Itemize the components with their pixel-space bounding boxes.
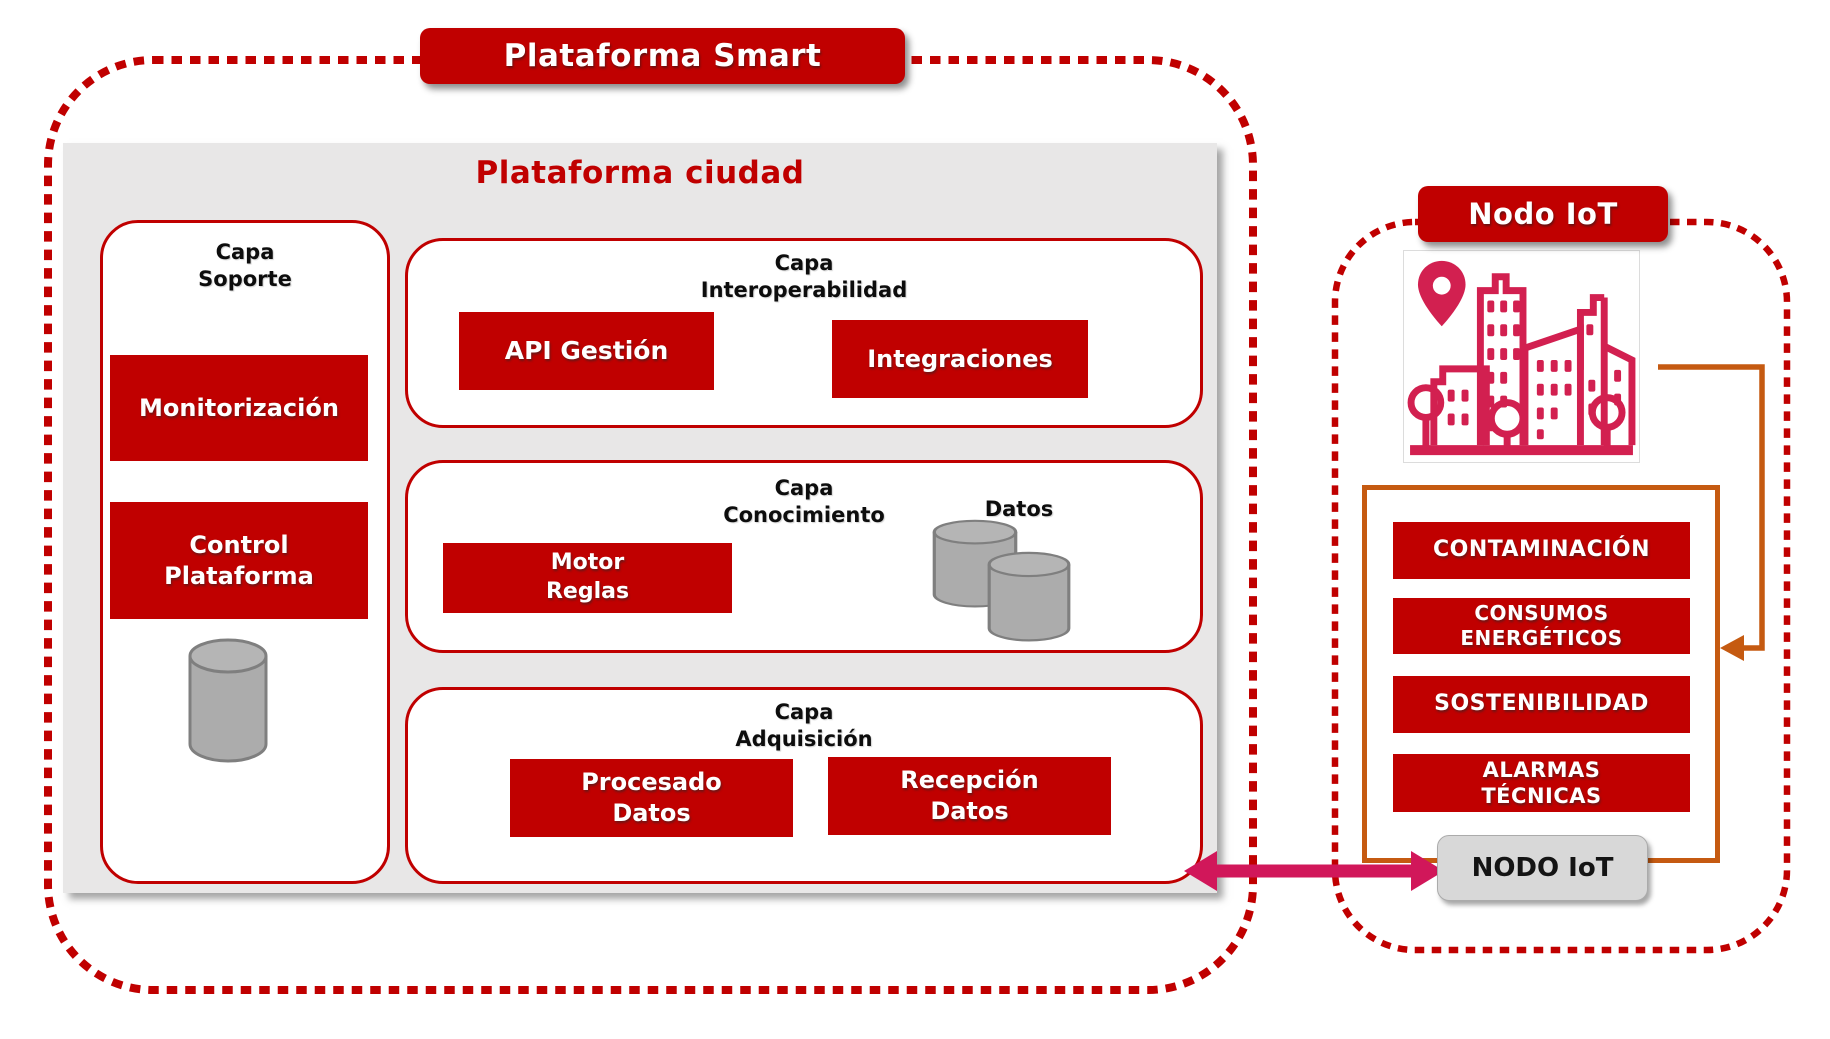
plataforma-smart-dotted-border bbox=[44, 56, 1257, 994]
database-cylinder-icon bbox=[987, 551, 1071, 642]
layer-conocimiento-title-line1: Capa bbox=[774, 476, 834, 500]
control-plataforma-line2: Plataforma bbox=[164, 561, 314, 590]
smart-city-icon bbox=[1403, 250, 1640, 463]
layer-interoperabilidad-title-line1: Capa bbox=[774, 251, 834, 275]
recepcion-datos-line2: Datos bbox=[930, 797, 1009, 825]
alarmas-tecnicas-block: ALARMAS TÉCNICAS bbox=[1393, 754, 1690, 812]
monitorizacion-label: Monitorización bbox=[139, 393, 339, 422]
api-gestion-block: API Gestión bbox=[459, 312, 714, 390]
alarmas-line2: TÉCNICAS bbox=[1481, 784, 1602, 808]
nodo-iot-node-box: NODO IoT bbox=[1437, 835, 1648, 901]
smart-city-icon-art bbox=[1407, 260, 1636, 456]
nodo-iot-title: Nodo IoT bbox=[1418, 186, 1668, 242]
layer-soporte-title: Capa Soporte bbox=[103, 239, 387, 293]
motor-reglas-line1: Motor bbox=[550, 550, 625, 576]
integraciones-block: Integraciones bbox=[832, 320, 1088, 398]
layer-adquisicion-title-line1: Capa bbox=[774, 700, 834, 724]
control-plataforma-line1: Control bbox=[189, 530, 289, 559]
layer-soporte-title-line2: Soporte bbox=[198, 266, 292, 291]
bidirectional-arrow bbox=[1184, 851, 1444, 891]
layer-soporte-title-line1: Capa bbox=[215, 240, 275, 264]
sostenibilidad-label: SOSTENIBILIDAD bbox=[1434, 691, 1649, 717]
api-gestion-label: API Gestión bbox=[504, 336, 669, 365]
layer-adquisicion-title-line2: Adquisición bbox=[735, 726, 873, 751]
procesado-datos-line2: Datos bbox=[612, 799, 691, 827]
contaminacion-label: CONTAMINACIÓN bbox=[1432, 537, 1651, 563]
sostenibilidad-block: SOSTENIBILIDAD bbox=[1393, 676, 1690, 733]
procesado-datos-line1: Procesado bbox=[581, 768, 722, 797]
database-cylinder-icon bbox=[188, 638, 268, 763]
consumos-energeticos-block: CONSUMOS ENERGÉTICOS bbox=[1393, 598, 1690, 654]
layer-interoperabilidad-title-line2: Interoperabilidad bbox=[700, 277, 908, 302]
layer-adquisicion-title: Capa Adquisición bbox=[408, 699, 1200, 753]
city-platform-title: Plataforma ciudad bbox=[475, 155, 805, 191]
recepcion-datos-block: Recepción Datos bbox=[828, 757, 1111, 835]
alarmas-line1: ALARMAS bbox=[1482, 757, 1601, 782]
datos-label: Datos bbox=[984, 497, 1054, 521]
consumos-line2: ENERGÉTICOS bbox=[1460, 626, 1623, 650]
nodo-iot-dotted-border bbox=[1331, 218, 1791, 954]
motor-reglas-line2: Reglas bbox=[545, 579, 630, 604]
consumos-line1: CONSUMOS bbox=[1474, 601, 1609, 625]
layer-interoperabilidad-title: Capa Interoperabilidad bbox=[408, 250, 1200, 304]
orange-connector-arrow bbox=[1658, 364, 1765, 661]
layer-conocimiento-title: Capa Conocimiento bbox=[408, 475, 1200, 529]
control-plataforma-block: Control Plataforma bbox=[110, 502, 368, 619]
layer-conocimiento-title-line2: Conocimiento bbox=[723, 502, 885, 527]
plataforma-smart-title: Plataforma Smart bbox=[420, 28, 905, 84]
procesado-datos-block: Procesado Datos bbox=[510, 759, 793, 837]
recepcion-datos-line1: Recepción bbox=[900, 766, 1039, 795]
integraciones-label: Integraciones bbox=[867, 344, 1053, 373]
contaminacion-block: CONTAMINACIÓN bbox=[1393, 522, 1690, 579]
monitorizacion-block: Monitorización bbox=[110, 355, 368, 461]
motor-reglas-block: Motor Reglas bbox=[443, 543, 732, 613]
